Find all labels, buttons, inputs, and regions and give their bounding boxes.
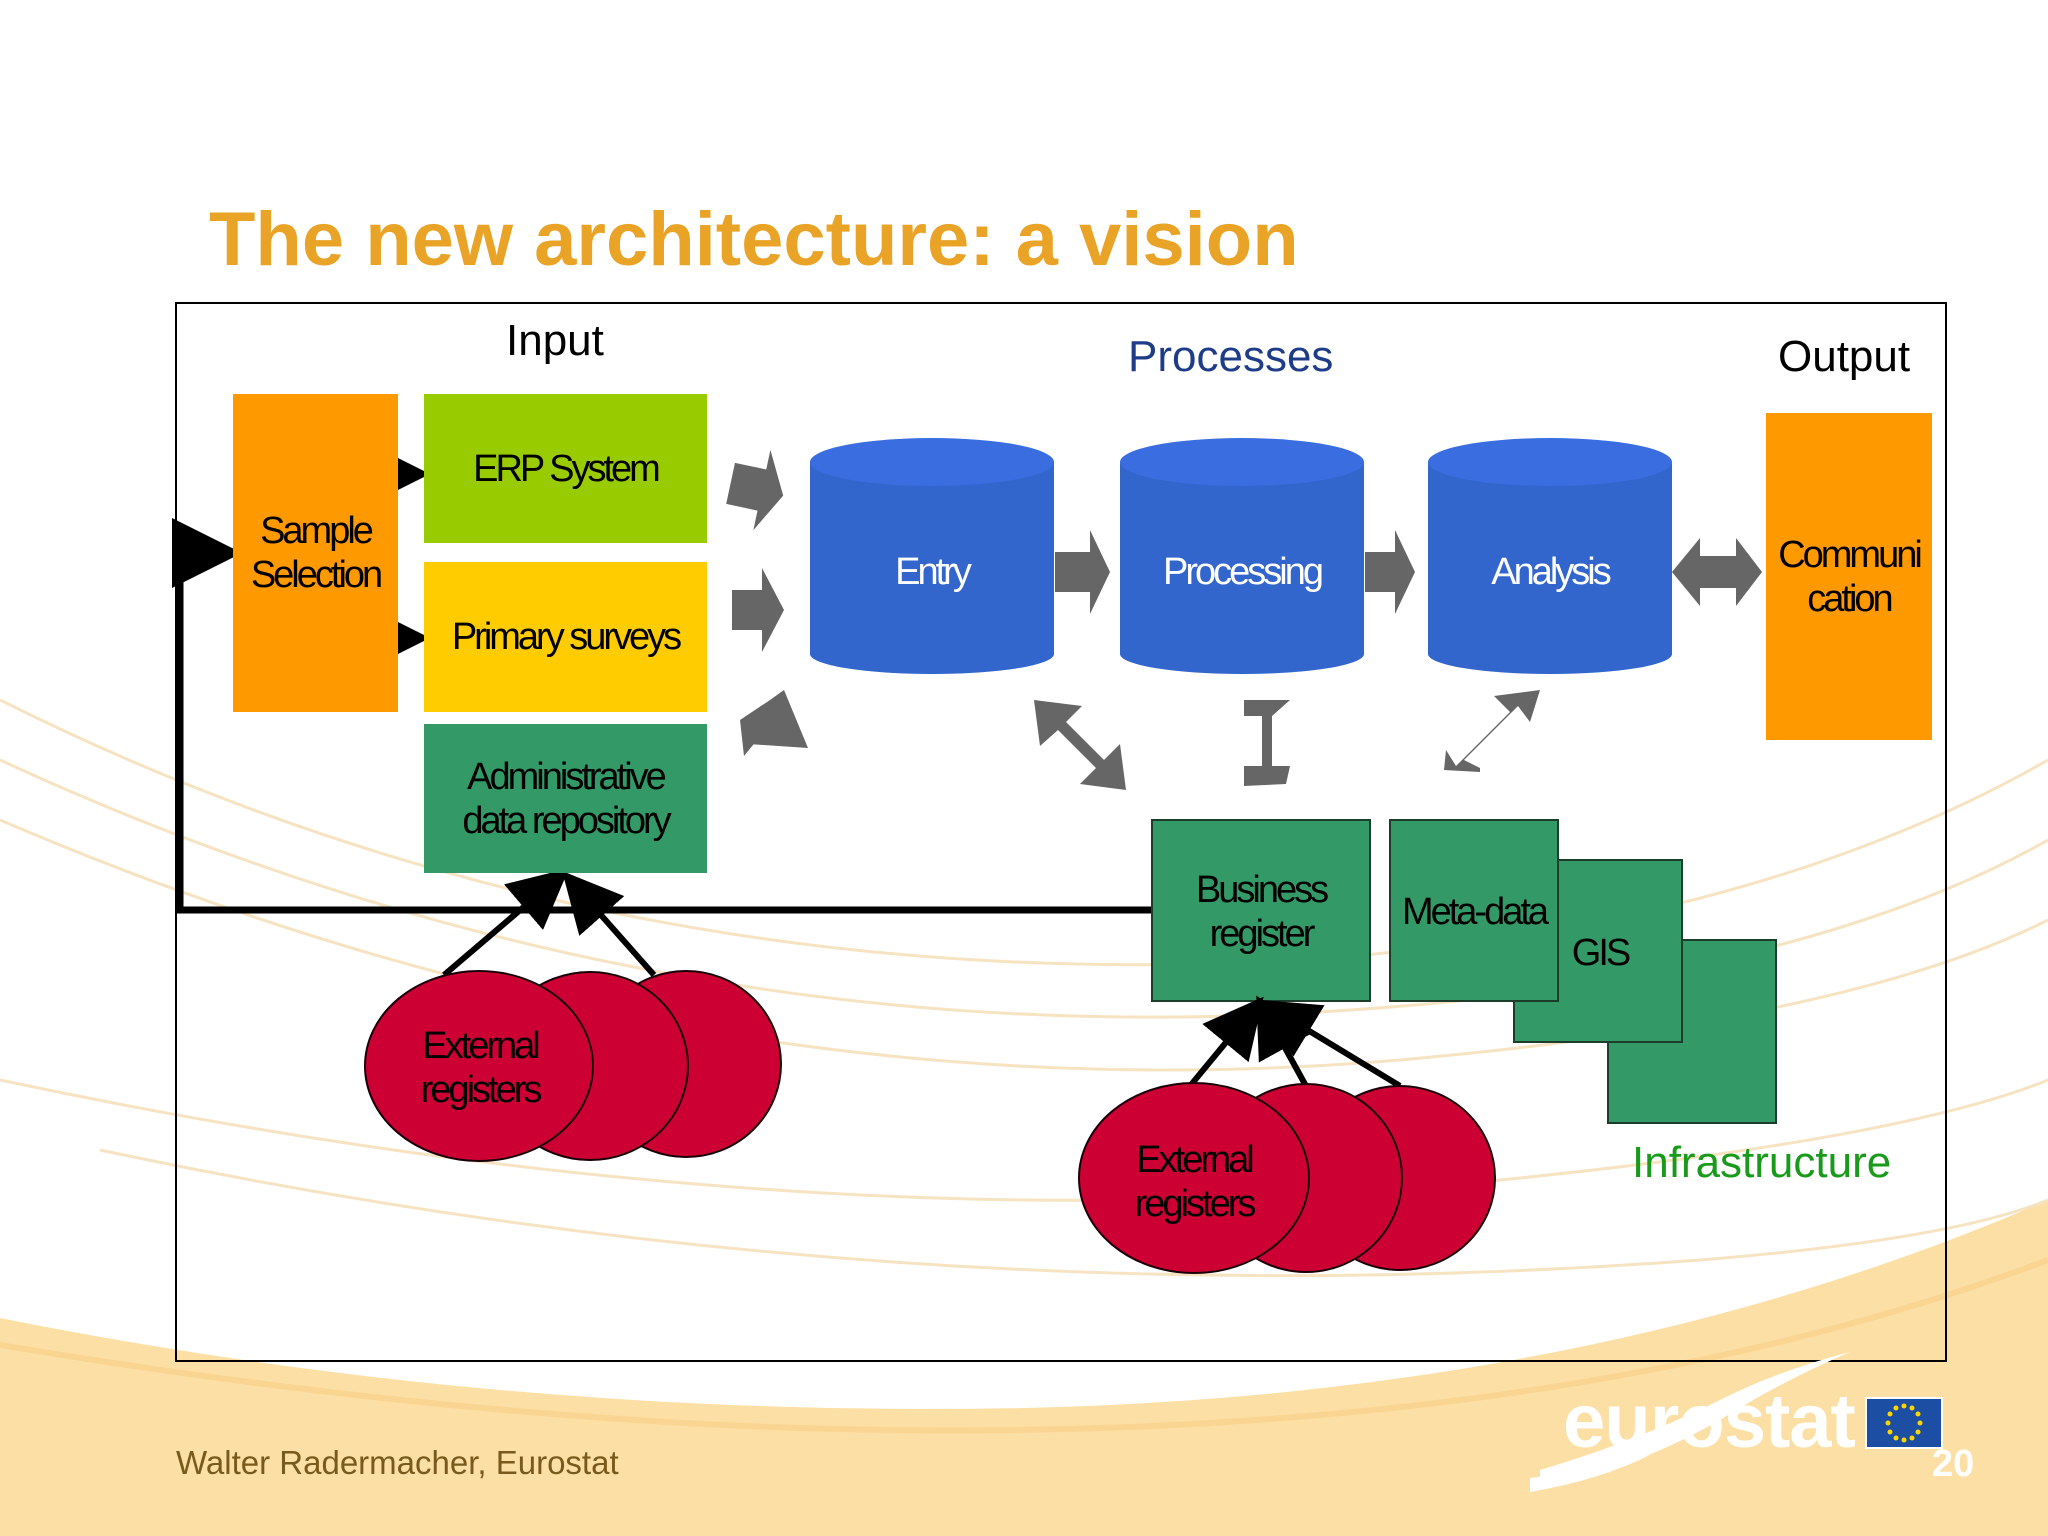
analysis-label: Analysis	[1491, 551, 1612, 593]
arrow-erp-to-entry	[726, 449, 784, 531]
arrow-admin-to-entry	[740, 690, 808, 756]
admin-repository-line-2: data repository	[462, 799, 671, 842]
header-infrastructure: Infrastructure	[1632, 1138, 1892, 1187]
ext-left-arrow-2	[562, 871, 657, 977]
primary-surveys-box: Primary surveys	[424, 562, 707, 712]
business-register-label: Business register	[1152, 868, 1370, 956]
external-registers-right-line-2: registers	[1134, 1183, 1257, 1225]
ext-right-circle-front	[1078, 1082, 1310, 1274]
cylinder-processing	[1120, 438, 1364, 674]
erp-system-label: ERP System	[473, 447, 661, 490]
erp-system-box: ERP System	[424, 394, 707, 543]
arrow-analysis-to-communication	[1672, 538, 1762, 606]
header-input: Input	[506, 316, 604, 365]
sample-selection-line-2: Selection	[250, 554, 383, 596]
feedback-line	[172, 518, 1152, 914]
admin-repository-line-1: Administrative	[467, 755, 667, 798]
arrow-analysis-to-infra	[1444, 690, 1540, 772]
business-register-line-1: Business	[1195, 869, 1329, 911]
business-register-line-2: register	[1209, 913, 1316, 955]
sample-selection-line-1: Sample	[260, 510, 374, 552]
arrow-primary-to-entry	[732, 568, 784, 652]
eurostat-logo-text: eurostat	[1563, 1379, 1856, 1464]
cylinder-analysis	[1428, 438, 1672, 674]
eu-flag-icon	[1865, 1397, 1943, 1449]
header-output: Output	[1778, 332, 1911, 381]
external-registers-left-line-1: External	[422, 1025, 540, 1067]
arrow-processing-to-analysis	[1365, 530, 1415, 614]
admin-repository-box: Administrative data repository	[424, 724, 707, 873]
meta-data-box	[1389, 819, 1559, 1002]
cylinder-entry	[810, 438, 1054, 674]
page-number: 20	[1932, 1443, 1975, 1485]
arrow-processing-to-infra	[1244, 700, 1290, 786]
sample-selection-box: Sample Selection	[233, 394, 398, 712]
footer-author: Walter Radermacher, Eurostat	[176, 1444, 619, 1481]
processing-label: Processing	[1163, 551, 1324, 593]
primary-surveys-label: Primary surveys	[451, 616, 682, 658]
external-registers-right-label: External registers	[1094, 1138, 1294, 1226]
ext-right-arrow-1	[1187, 996, 1264, 1088]
arrow-entry-to-processing	[1055, 530, 1110, 614]
external-registers-left-line-2: registers	[420, 1069, 543, 1111]
entry-label: Entry	[895, 551, 972, 593]
business-register-box	[1151, 819, 1371, 1002]
arrow-entry-to-infra	[1034, 700, 1126, 790]
meta-data-label: Meta-data	[1401, 891, 1549, 933]
ext-left-circle-front	[364, 970, 594, 1162]
gis-label: GIS	[1571, 932, 1631, 974]
communication-line-2: cation	[1807, 577, 1893, 620]
ext-left-arrow-1	[442, 868, 570, 978]
external-registers-left-label: External registers	[380, 1024, 580, 1112]
ext-right-arrow-3	[1257, 999, 1402, 1089]
header-processes: Processes	[1128, 332, 1334, 381]
communication-line-1: Communi	[1778, 533, 1923, 576]
communication-box: Communi cation	[1766, 413, 1932, 740]
external-registers-right-line-1: External	[1136, 1139, 1254, 1181]
slide-title: The new architecture: a vision	[209, 197, 1299, 282]
eurostat-swoosh-icon	[1540, 1352, 1850, 1490]
diagram-frame	[175, 302, 1947, 1362]
